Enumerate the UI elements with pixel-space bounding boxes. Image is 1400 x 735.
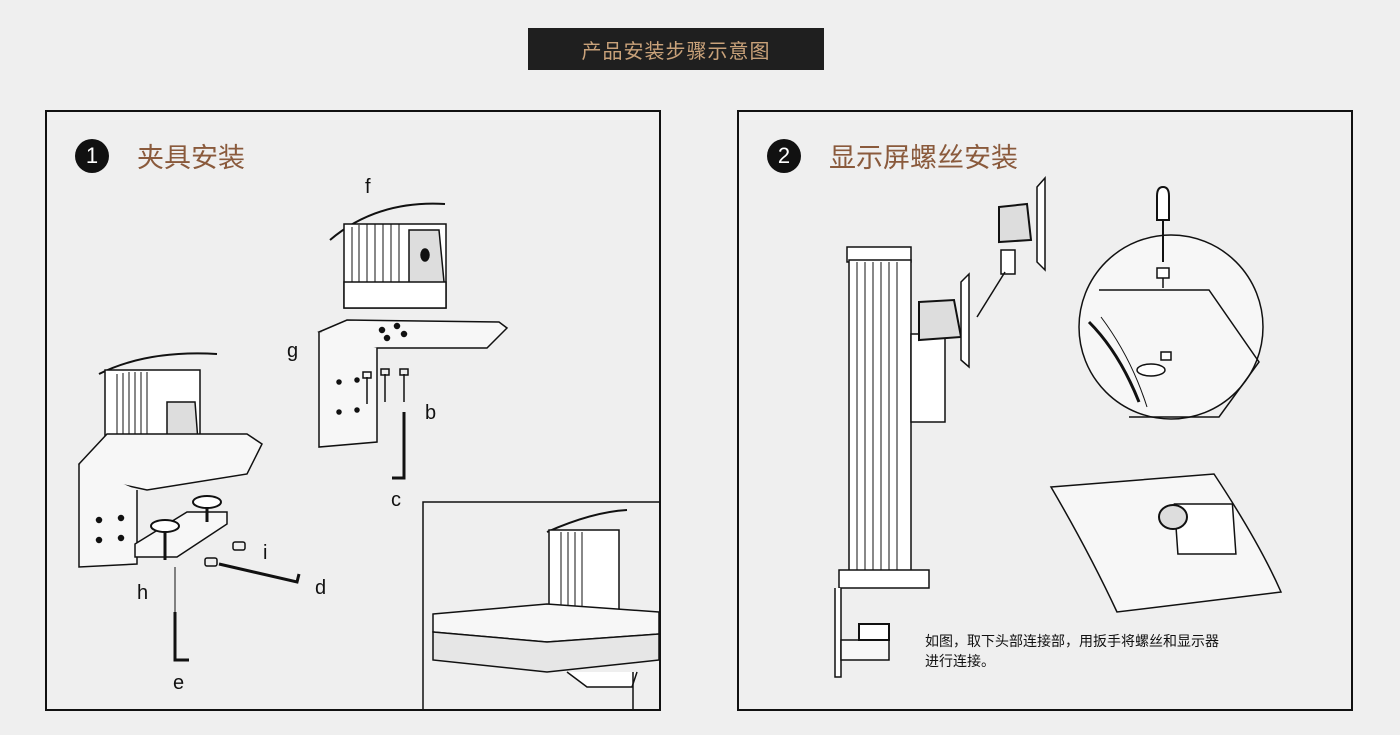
part-label-g: g [287,340,299,362]
part-label-e: e [173,672,185,694]
part-label-f: f [365,176,371,198]
part-label-d: d [315,577,327,599]
page-banner: 产品安装步骤示意图 [528,28,824,70]
step-number-badge: 1 [75,138,109,173]
step-heading: 2 显示屏螺丝安装 [767,136,1018,175]
instruction-line: 进行连接。 [925,654,995,670]
step-panel-monitor-screws: 2 显示屏螺丝安装 如图，取下头部连接部，用扳手将螺丝和显示器 进行连接。 [737,110,1353,711]
instruction-note: 如图，取下头部连接部，用扳手将螺丝和显示器 进行连接。 [925,632,1219,672]
step-panel-clamp: 1 夹具安装 f g b c i d h e [45,110,661,711]
step-title: 夹具安装 [137,143,245,174]
clamp-illustration [78,202,659,709]
monitor-screw-illustration [834,176,1283,678]
part-label-i: i [263,542,268,564]
part-label-h: h [137,582,149,604]
step-heading: 1 夹具安装 [75,136,245,175]
step-title: 显示屏螺丝安装 [829,143,1018,174]
banner-title: 产品安装步骤示意图 [581,38,771,63]
step-number-badge: 2 [767,138,801,173]
part-label-b: b [425,402,437,424]
part-label-c: c [391,489,401,511]
instruction-line: 如图，取下头部连接部，用扳手将螺丝和显示器 [925,634,1219,650]
